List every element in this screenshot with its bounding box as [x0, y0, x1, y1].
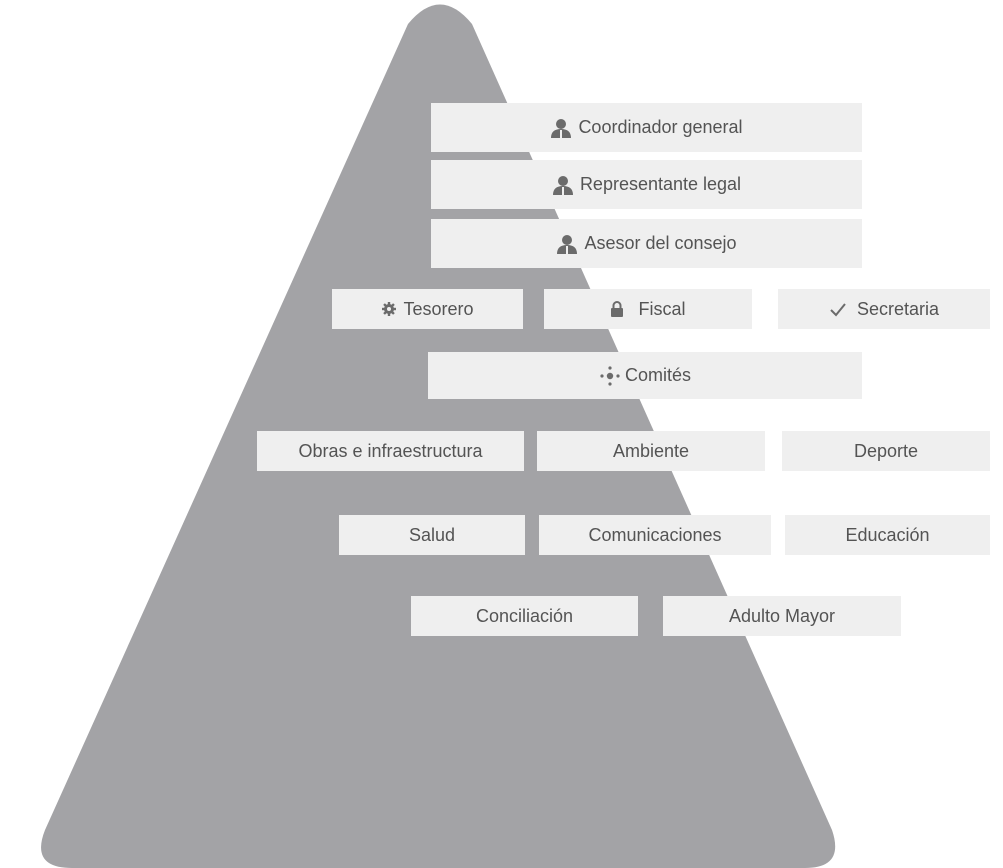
label-adulto-mayor: Adulto Mayor — [728, 605, 836, 626]
box-obras-e-infraestructura: Obras e infraestructura — [257, 431, 524, 471]
label-comunicaciones: Comunicaciones — [588, 524, 722, 545]
gear-icon — [381, 301, 397, 317]
label-ambiente: Ambiente — [612, 440, 690, 461]
label-comites: Comités — [624, 365, 691, 385]
label-salud: Salud — [408, 524, 456, 545]
box-coordinador-general: Coordinador general — [431, 103, 862, 152]
box-deporte: Deporte — [782, 431, 990, 471]
label-coordinador-general: Coordinador general — [578, 117, 743, 137]
label-fiscal: Fiscal — [638, 298, 686, 319]
label-deporte: Deporte — [853, 440, 919, 461]
box-secretaria: Secretaria — [778, 289, 990, 329]
label-conciliacion: Conciliación — [475, 605, 574, 626]
label-tesorero: Tesorero — [403, 298, 474, 319]
label-secretaria: Secretaria — [856, 298, 940, 319]
user-icon — [550, 118, 572, 138]
box-salud: Salud — [339, 515, 525, 555]
box-educacion: Educación — [785, 515, 990, 555]
box-ambiente: Ambiente — [537, 431, 765, 471]
box-comites: Comités — [428, 352, 862, 399]
box-representante-legal: Representante legal — [431, 160, 862, 209]
user-icon — [556, 234, 578, 254]
user-icon — [552, 175, 574, 195]
box-asesor-del-consejo: Asesor del consejo — [431, 219, 862, 268]
network-icon — [599, 365, 621, 387]
lock-icon — [610, 300, 624, 318]
box-adulto-mayor: Adulto Mayor — [663, 596, 901, 636]
check-icon — [829, 301, 847, 317]
box-fiscal: Fiscal — [544, 289, 752, 329]
label-representante-legal: Representante legal — [579, 174, 742, 194]
box-tesorero: Tesorero — [332, 289, 523, 329]
box-comunicaciones: Comunicaciones — [539, 515, 771, 555]
label-educacion: Educación — [845, 524, 930, 545]
label-asesor-del-consejo: Asesor del consejo — [584, 233, 737, 253]
label-obras-e-infraestructura: Obras e infraestructura — [298, 440, 483, 461]
box-conciliacion: Conciliación — [411, 596, 638, 636]
